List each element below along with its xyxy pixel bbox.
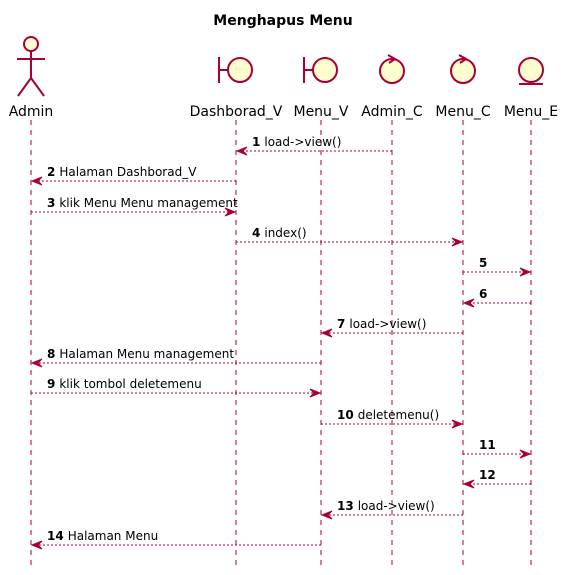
participant-menuc: Menu_C [435,54,491,120]
message-5: 5 [463,256,532,277]
message-label: 6 [479,287,487,301]
message-label: 1 load->view() [252,135,341,149]
message-number: 8 [47,347,55,361]
participant-admin: Admin [9,36,54,120]
message-number: 14 [47,529,64,543]
message-4: 4 index() [236,226,464,247]
participant-adminc: Admin_C [361,54,423,120]
message-text: klik Menu Menu management [59,196,238,210]
message-number: 7 [337,317,345,331]
participant-label: Menu_C [435,104,490,120]
arrow-head [309,388,322,398]
arrow-head [451,237,464,247]
message-7: 7 load->view() [320,317,463,338]
message-8: 8 Halaman Menu management [30,347,321,368]
arrow-head [519,449,532,459]
arrow-head [320,328,333,338]
message-11: 11 [463,438,532,459]
arrow-head [462,479,475,489]
message-number: 2 [47,165,55,179]
boundary-icon [218,57,253,83]
participant-label: Admin [9,104,54,120]
participants: Admin Dashborad_V Menu_V Admin_C Menu_C Menu_… [9,36,558,120]
message-3: 3 klik Menu Menu management [31,196,238,217]
message-label: 7 load->view() [337,317,426,331]
message-label: 13 load->view() [337,499,435,513]
message-number: 13 [337,499,354,513]
arrow-head [462,298,475,308]
message-14: 14 Halaman Menu [30,529,321,550]
message-number: 10 [337,408,354,422]
control-icon [379,54,405,84]
messages: 1 load->view() 2 Halaman Dashborad_V 3 klik M… [30,135,532,550]
message-label: 3 klik Menu Menu management [47,196,238,210]
message-number: 6 [479,287,487,301]
message-number: 5 [479,256,487,270]
message-9: 9 klik tombol deletemenu [31,377,322,398]
lifelines [30,120,532,566]
message-text: deletemenu() [358,408,439,422]
message-text: Halaman Menu management [59,347,234,361]
message-number: 4 [252,226,260,240]
message-text: load->view() [349,317,426,331]
message-text: load->view() [264,135,341,149]
arrow-head [224,207,237,217]
message-number: 11 [479,438,496,452]
message-label: 5 [479,256,487,270]
message-label: 9 klik tombol deletemenu [47,377,202,391]
message-label: 8 Halaman Menu management [47,347,234,361]
message-text: index() [264,226,306,240]
arrow-head [30,358,43,368]
boundary-icon [303,57,338,83]
message-text: Halaman Dashborad_V [59,165,197,179]
message-number: 9 [47,377,55,391]
message-text: load->view() [358,499,435,513]
actor-icon [17,36,45,97]
participant-label: Admin_C [361,104,423,120]
entity-icon [518,57,544,85]
participant-menuv: Menu_V [293,57,349,120]
message-number: 3 [47,196,55,210]
diagram-title: Menghapus Menu [213,13,352,29]
message-2: 2 Halaman Dashborad_V [30,165,236,186]
arrow-head [519,267,532,277]
message-label: 14 Halaman Menu [47,529,158,543]
arrow-head [30,176,43,186]
participant-label: Menu_E [504,104,558,120]
message-label: 2 Halaman Dashborad_V [47,165,197,179]
participant-menue: Menu_E [504,57,558,120]
arrow-head [320,510,333,520]
participant-label: Menu_V [293,104,348,120]
arrow-head [235,146,248,156]
arrow-head [451,419,464,429]
message-label: 11 [479,438,496,452]
message-label: 4 index() [252,226,307,240]
message-6: 6 [462,287,531,308]
arrow-head [30,540,43,550]
message-text: Halaman Menu [68,529,158,543]
message-label: 12 [479,468,496,482]
message-1: 1 load->view() [235,135,392,156]
message-number: 12 [479,468,496,482]
message-12: 12 [462,468,531,489]
message-label: 10 deletemenu() [337,408,439,422]
control-icon [450,54,476,84]
message-text: klik tombol deletemenu [59,377,201,391]
message-10: 10 deletemenu() [321,408,464,429]
participant-label: Dashborad_V [190,104,283,120]
message-number: 1 [252,135,260,149]
participant-dash: Dashborad_V [190,57,283,120]
message-13: 13 load->view() [320,499,463,520]
